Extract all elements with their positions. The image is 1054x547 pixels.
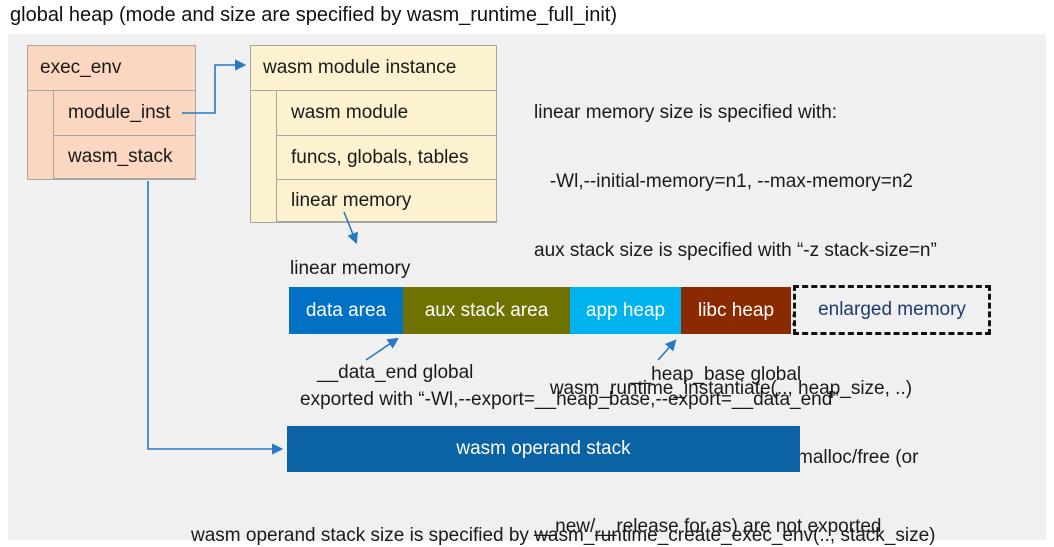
note-line: aux stack size is specified with “-z sta… — [534, 240, 937, 261]
segment-libc-heap: libc heap — [681, 287, 791, 334]
operand-stack-notes: wasm operand stack size is specified by … — [191, 481, 936, 547]
instance-row-funcs-globals-tables: funcs, globals, tables — [276, 135, 497, 180]
linear-memory-label: linear memory — [290, 258, 411, 279]
instance-row-linear-memory: linear memory — [276, 179, 497, 222]
segment-app-heap: app heap — [570, 287, 681, 334]
heap-base-global-label: __heap_base global — [630, 364, 802, 385]
segment-aux-stack-area: aux stack area — [403, 287, 570, 334]
exec-env-header: exec_env — [28, 46, 195, 91]
note-line: linear memory size is specified with: — [534, 102, 838, 123]
note-line: __new/__release for as) are not exported — [534, 516, 882, 537]
note-line: -Wl,--initial-memory=n1, --max-memory=n2 — [534, 171, 913, 192]
note-line: wasm operand stack size is specified by … — [191, 525, 936, 546]
data-end-global-label: __data_end global — [317, 362, 474, 383]
segment-enlarged-memory: enlarged memory — [793, 285, 991, 335]
wasm-module-instance-box: wasm module instance wasm module funcs, … — [250, 45, 497, 223]
diagram-title: global heap (mode and size are specified… — [10, 4, 617, 26]
exec-env-row-module-inst: module_inst — [53, 90, 196, 136]
note-line: wasm_runtime_instantiate(.., heap_size, … — [534, 378, 913, 399]
wasm-operand-stack-bar: wasm operand stack — [287, 426, 800, 472]
segment-data-area: data area — [289, 287, 403, 334]
exec-env-box: exec_env module_inst wasm_stack — [27, 45, 196, 180]
exec-env-row-wasm-stack: wasm_stack — [53, 135, 196, 179]
exported-with-label: exported with “-Wl,--export=__heap_base,… — [300, 389, 839, 410]
instance-row-wasm-module: wasm module — [276, 90, 497, 136]
wasm-module-instance-header: wasm module instance — [251, 46, 496, 91]
